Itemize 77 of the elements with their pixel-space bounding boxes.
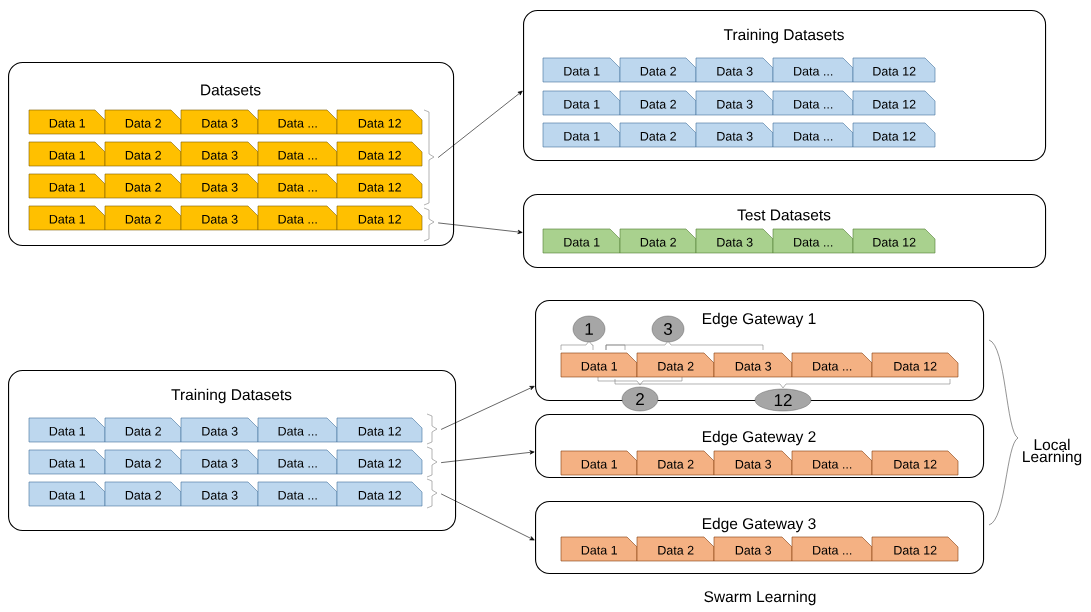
data-block: Data ... — [791, 352, 873, 378]
data-block: Data 12 — [336, 173, 423, 199]
data-block: Data 2 — [619, 90, 697, 116]
data-block: Data 2 — [104, 417, 182, 443]
data-block: Data 12 — [871, 450, 959, 476]
data-block: Data 1 — [28, 417, 106, 443]
data-block: Data 12 — [852, 228, 936, 254]
data-block: Data 3 — [180, 205, 259, 231]
data-block: Data 2 — [636, 352, 715, 378]
data-block: Data 2 — [104, 449, 182, 475]
data-block: Data 12 — [871, 352, 959, 378]
data-block: Data ... — [772, 90, 854, 116]
data-block: Data 2 — [636, 536, 715, 562]
data-block: Data 1 — [542, 122, 621, 148]
data-block: Data 1 — [28, 141, 106, 167]
data-block: Data ... — [791, 450, 873, 476]
data-block: Data 1 — [560, 536, 638, 562]
data-block: Data 3 — [180, 481, 259, 507]
data-block: Data 1 — [28, 173, 106, 199]
arrow — [437, 90, 523, 158]
data-block: Data 1 — [28, 205, 106, 231]
data-block: Data 12 — [852, 122, 936, 148]
data-block: Data 1 — [542, 228, 621, 254]
data-block: Data 2 — [104, 141, 182, 167]
data-block: Data 3 — [180, 449, 259, 475]
data-block: Data 2 — [619, 57, 697, 83]
data-block: Data 2 — [104, 205, 182, 231]
data-block: Data 2 — [104, 173, 182, 199]
data-block: Data ... — [772, 57, 854, 83]
arrow — [440, 450, 535, 463]
data-block: Data 12 — [852, 57, 936, 83]
data-block: Data 2 — [619, 122, 697, 148]
data-block: Data 2 — [636, 450, 715, 476]
data-block: Data 3 — [713, 352, 793, 378]
data-block: Data ... — [257, 205, 338, 231]
data-block: Data ... — [772, 228, 854, 254]
data-block: Data 3 — [695, 228, 774, 254]
data-block: Data ... — [257, 109, 338, 135]
annotation-label: Local Learning — [1023, 438, 1082, 466]
data-block: Data 3 — [695, 122, 774, 148]
data-block: Data 2 — [104, 109, 182, 135]
data-block: Data 3 — [695, 90, 774, 116]
arrow — [437, 222, 523, 235]
data-block: Data 12 — [871, 536, 959, 562]
data-block: Data 1 — [542, 90, 621, 116]
data-block: Data 2 — [104, 481, 182, 507]
data-block: Data 12 — [852, 90, 936, 116]
data-block: Data 1 — [560, 450, 638, 476]
data-block: Data ... — [772, 122, 854, 148]
data-block: Data 12 — [336, 141, 423, 167]
data-block: Data 1 — [28, 449, 106, 475]
data-block: Data 3 — [180, 173, 259, 199]
arrow — [440, 385, 535, 430]
data-block: Data 3 — [713, 536, 793, 562]
data-block: Data ... — [791, 536, 873, 562]
data-block: Data 3 — [695, 57, 774, 83]
data-block: Data 12 — [336, 417, 423, 443]
data-block: Data 2 — [619, 228, 697, 254]
data-block: Data ... — [257, 141, 338, 167]
data-block: Data 12 — [336, 481, 423, 507]
data-block: Data ... — [257, 173, 338, 199]
data-block: Data 12 — [336, 205, 423, 231]
data-block: Data 12 — [336, 449, 423, 475]
data-block: Data 3 — [180, 109, 259, 135]
data-block: Data 1 — [28, 109, 106, 135]
data-block: Data ... — [257, 481, 338, 507]
data-block: Data 1 — [560, 352, 638, 378]
data-block: Data 3 — [180, 417, 259, 443]
data-block: Data 3 — [713, 450, 793, 476]
data-block: Data 1 — [28, 481, 106, 507]
caption: Swarm Learning — [704, 590, 816, 606]
data-block: Data 1 — [542, 57, 621, 83]
data-block: Data 3 — [180, 141, 259, 167]
data-block: Data ... — [257, 417, 338, 443]
data-block: Data ... — [257, 449, 338, 475]
data-block: Data 12 — [336, 109, 423, 135]
arrow — [440, 493, 535, 541]
